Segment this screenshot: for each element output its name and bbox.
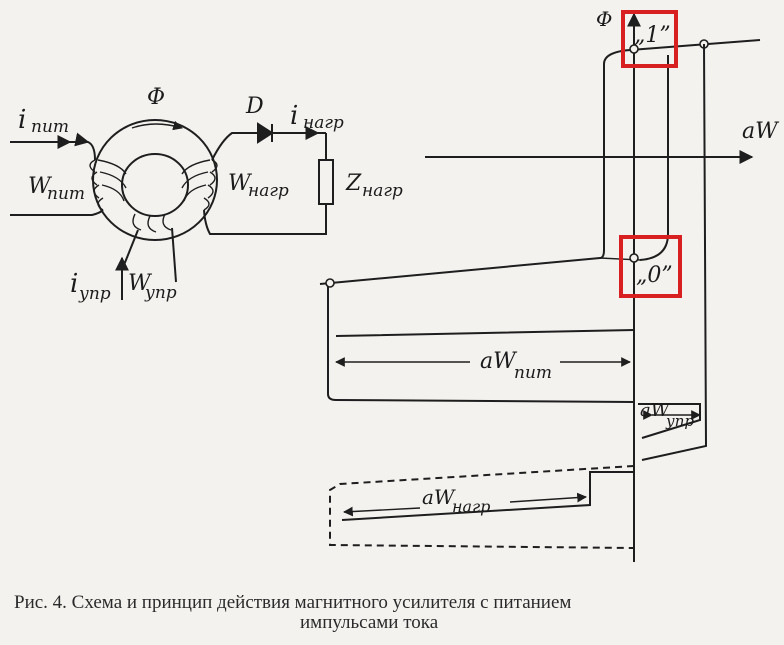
magnetization-graph: Φ aW „1” „0” aW пит aW упр aW нагр bbox=[319, 7, 780, 562]
supply-mmf-label: aW bbox=[480, 349, 518, 374]
supply-winding-sub: пит bbox=[47, 184, 85, 204]
toroid-core-inner bbox=[121, 153, 189, 217]
control-current-label: i bbox=[70, 269, 78, 299]
load-impedance bbox=[318, 159, 334, 205]
load-mmf-sub: нагр bbox=[452, 497, 490, 516]
load-mmf-arrow-l bbox=[343, 506, 421, 517]
flux-axis-label: Φ bbox=[596, 7, 612, 31]
highlight-box-point-0 bbox=[619, 235, 682, 298]
control-winding-sub: упр bbox=[144, 283, 177, 303]
load-winding bbox=[181, 159, 218, 211]
load-impedance-sub: нагр bbox=[362, 181, 403, 201]
circuit-diagram: Φ D i пит i нагр W пит W нагр Z нагр i у… bbox=[10, 85, 403, 304]
diode-label: D bbox=[245, 94, 264, 119]
supply-winding-label: W bbox=[28, 174, 53, 199]
flux-arrow bbox=[131, 120, 183, 131]
control-winding-label: W bbox=[128, 271, 153, 296]
load-mmf-label: aW bbox=[422, 485, 456, 509]
load-impedance-label: Z bbox=[345, 171, 362, 196]
supply-mmf-sub: пит bbox=[514, 363, 552, 383]
flux-label: Φ bbox=[147, 85, 165, 110]
load-winding-label: W bbox=[228, 171, 253, 196]
load-wire-bottom bbox=[203, 204, 327, 235]
caption-line-1: Рис. 4. Схема и принцип действия магнитн… bbox=[14, 592, 571, 613]
load-mmf-shape bbox=[329, 465, 635, 549]
supply-wire-out bbox=[10, 209, 104, 216]
supply-wire-in bbox=[10, 132, 96, 161]
toroid-core-outer bbox=[92, 119, 218, 241]
supply-current-label: i bbox=[18, 105, 26, 135]
supply-winding bbox=[89, 159, 127, 211]
control-mmf-sub: упр bbox=[665, 412, 694, 430]
load-wire-top bbox=[211, 132, 250, 161]
control-mmf-label: aW bbox=[640, 400, 671, 421]
control-pulse-edge bbox=[641, 43, 708, 461]
aw-axis-label: aW bbox=[742, 119, 780, 144]
hysteresis-return bbox=[639, 55, 669, 261]
load-mmf-arrow-r bbox=[509, 492, 587, 503]
point-0-label: „0” bbox=[636, 263, 673, 288]
point-0-marker bbox=[629, 253, 639, 263]
load-winding-sub: нагр bbox=[248, 181, 289, 201]
point-1-marker bbox=[629, 44, 639, 54]
control-current-sub: упр bbox=[78, 284, 111, 304]
control-winding bbox=[132, 213, 172, 233]
caption-line-2: импульсами тока bbox=[300, 612, 439, 633]
control-wire-right bbox=[171, 227, 177, 283]
highlight-box-point-1 bbox=[621, 10, 678, 68]
point-1-label: „1” bbox=[634, 23, 671, 48]
hysteresis-loop bbox=[319, 39, 761, 285]
loop-endpoint-left bbox=[325, 278, 335, 288]
supply-current-sub: пит bbox=[31, 117, 69, 137]
load-current-label: i bbox=[290, 101, 298, 131]
load-current-sub: нагр bbox=[303, 113, 344, 133]
supply-mmf-shape bbox=[327, 286, 635, 403]
